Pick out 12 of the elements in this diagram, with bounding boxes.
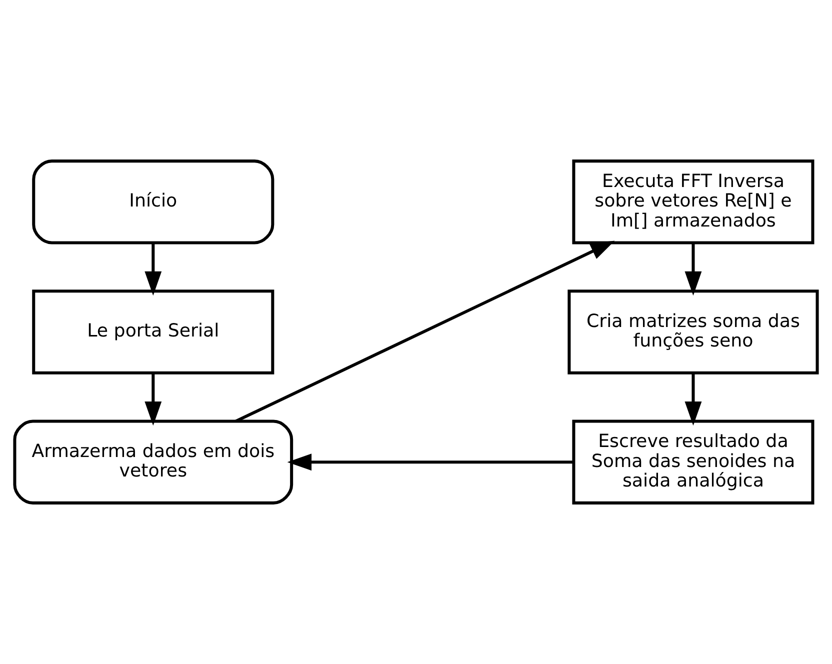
arrow [235,240,615,423]
arrow [144,242,162,296]
node-box: Cria matrizes soma das funções seno [568,290,819,374]
node-box: Início [32,160,274,244]
node-box: Le porta Serial [32,290,274,374]
arrow [684,373,702,426]
node-box: Escreve resultado da Soma das senoides na saida analógica [572,420,814,504]
arrow [144,373,162,426]
arrow [287,454,574,471]
arrow [684,242,702,296]
node-box: Armazerma dados em dois vetores [13,420,294,504]
node-box: Executa FFT Inversa sobre vetores Re[N] e Im[] armazenados [572,160,814,244]
